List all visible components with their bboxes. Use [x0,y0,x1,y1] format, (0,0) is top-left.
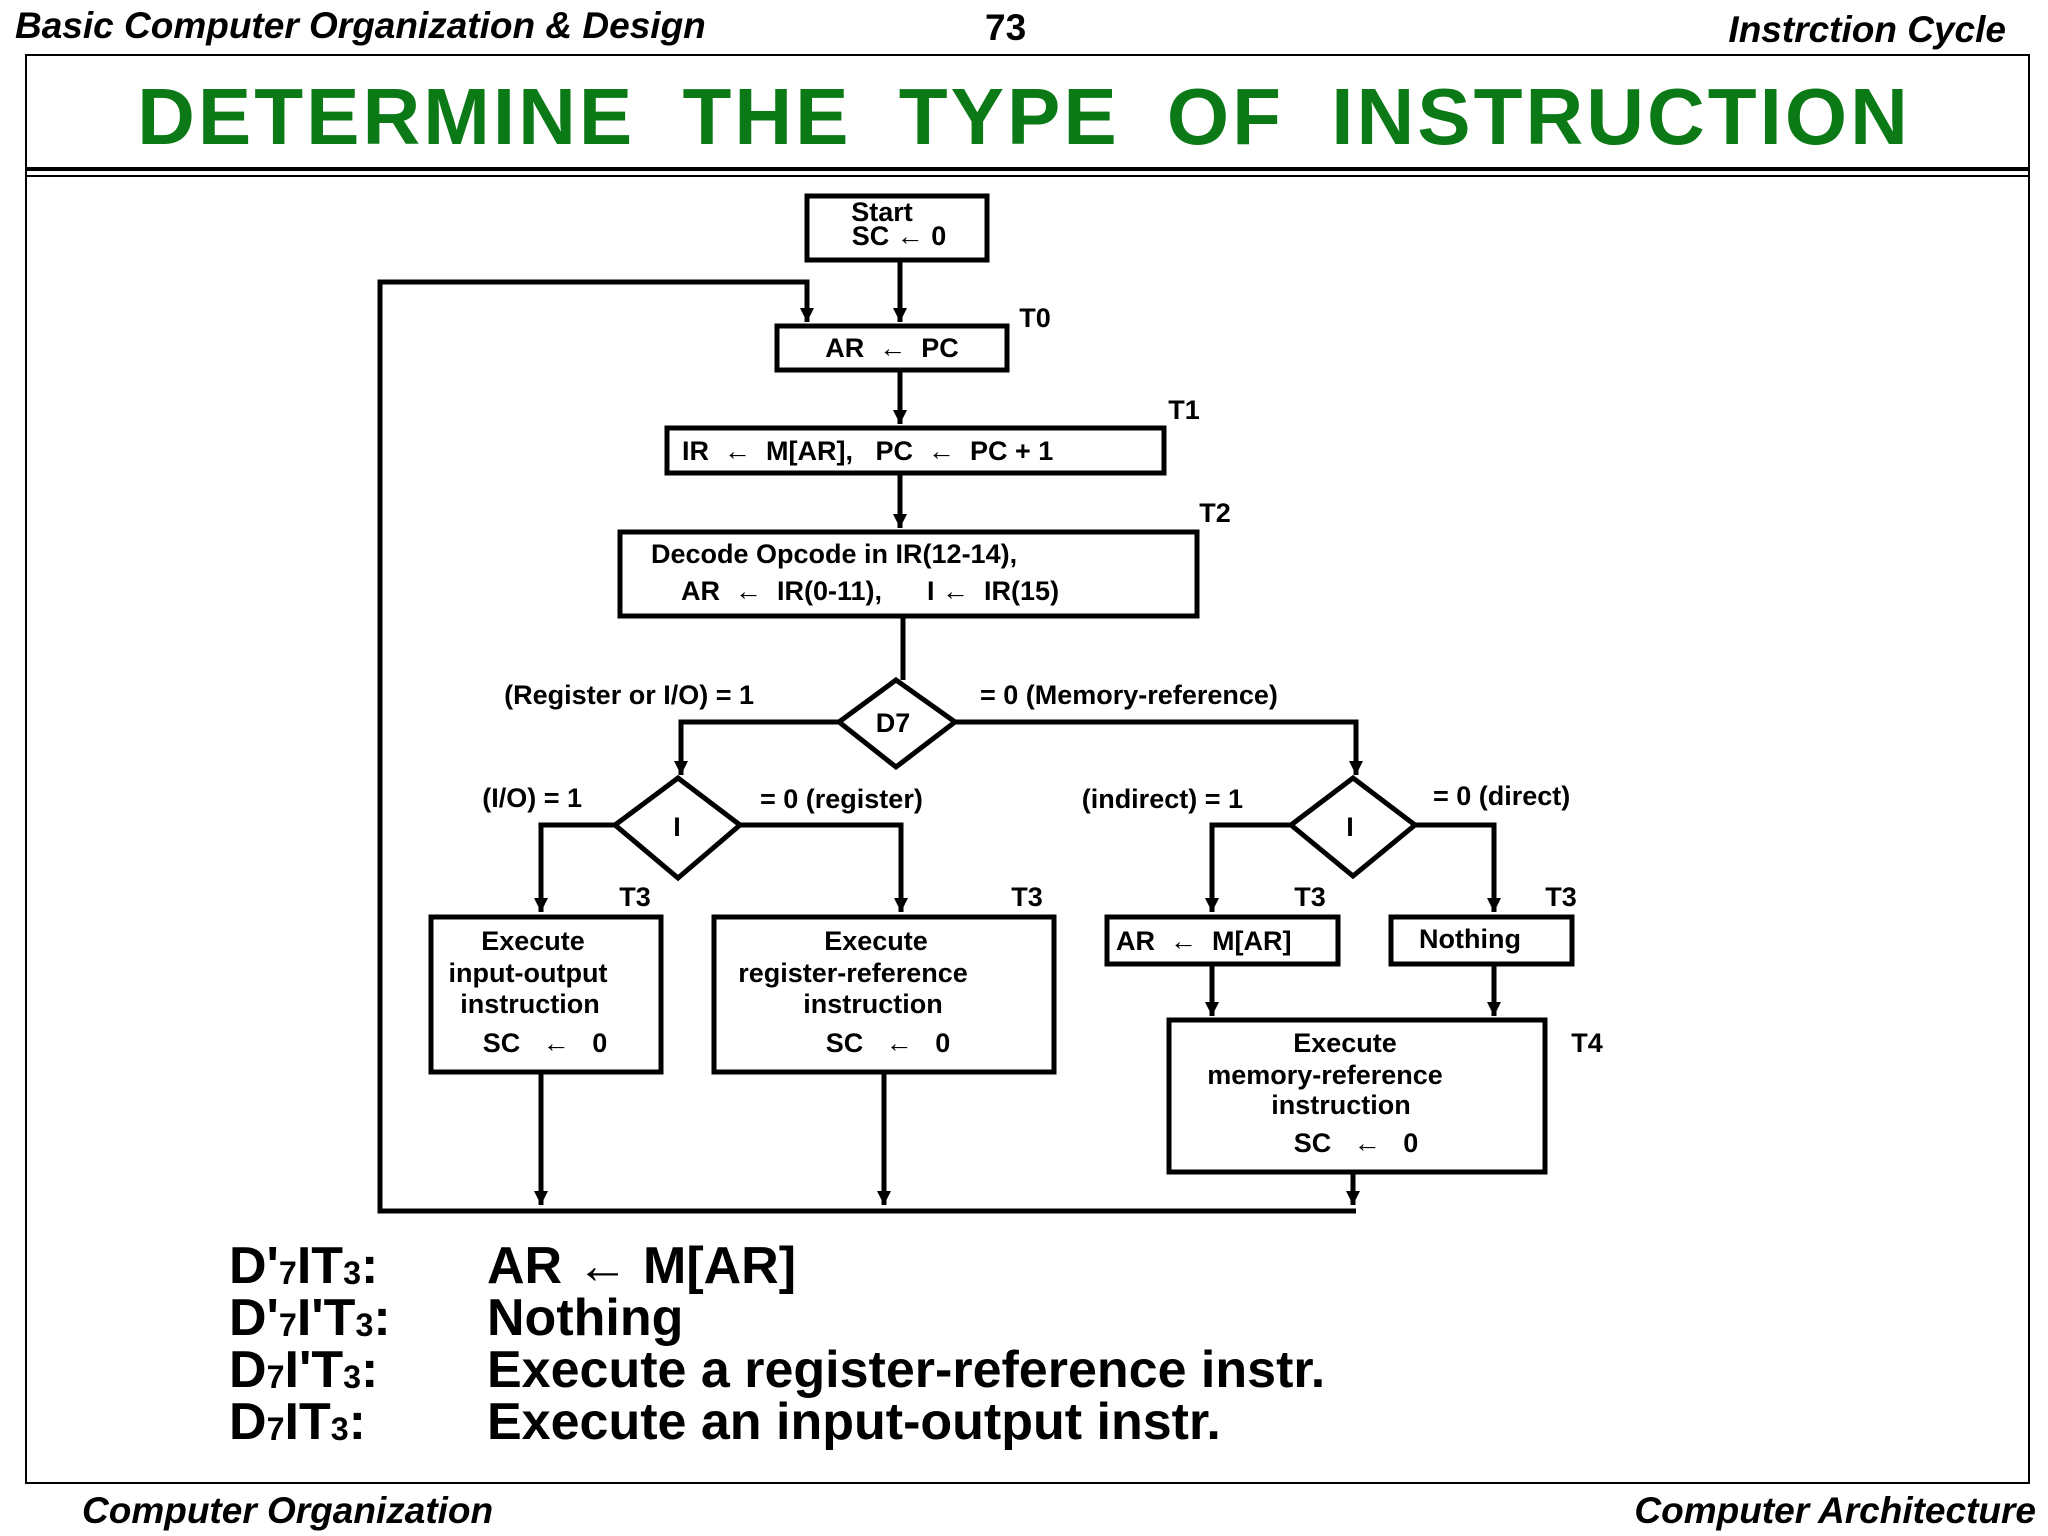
i-register-text: = 0 (register) [760,784,923,814]
arrow-io [534,822,615,912]
header-left: Basic Computer Organization & Design [15,5,706,46]
footer-left: Computer Organization [82,1490,494,1531]
eq-cond-1: D'7IT3: [229,1237,379,1295]
io-text-4: SC ← 0 [483,1028,608,1058]
title-rule-thin [25,175,2030,177]
eq-cond-2: D'7I'T3: [229,1289,391,1347]
t3-label-direct: T3 [1545,882,1577,912]
title-rule-thick [25,167,2030,171]
arrow-direct [1415,822,1501,912]
t4-label: T4 [1571,1028,1603,1058]
d7-text: D7 [876,708,911,738]
start-sc: SC ← 0 [852,221,947,251]
footer-right: Computer Architecture [1634,1490,2036,1531]
mr-text-4: SC ← 0 [1294,1128,1419,1158]
i-left-diamond [610,774,744,882]
start-box [804,193,990,263]
io-text-3: instruction [460,989,600,1019]
header-right: Instrction Cycle [1728,9,2006,50]
rr-text-4: SC ← 0 [826,1028,951,1058]
t1-box [664,425,1167,476]
mr-text-2: memory-reference [1207,1060,1443,1090]
slide-title: DETERMINE THE TYPE OF INSTRUCTION [137,72,1911,161]
i-direct-text: = 0 (direct) [1433,781,1570,811]
mr-text-3: instruction [1271,1090,1411,1120]
start-label: Start [851,197,913,227]
t2-box [617,529,1200,619]
loop-back-line [377,279,1356,1214]
t1-label: T1 [1168,395,1200,425]
arrow-d7-left [674,719,839,775]
io-text-1: Execute [481,926,585,956]
eq-action-1: AR ← M[AR] [487,1237,797,1295]
mr-box [1166,1017,1548,1175]
d7-left-text: (Register or I/O) = 1 [504,680,754,710]
t3-label-indirect: T3 [1294,882,1326,912]
rr-text-1: Execute [824,926,928,956]
t2-text-1: Decode Opcode in IR(12-14), [651,539,1017,569]
t0-box [774,323,1010,373]
i-indirect-text: (indirect) = 1 [1082,784,1243,814]
eq-cond-4: D7IT3: [229,1393,366,1451]
io-text-2: input-output [449,958,608,988]
eq-action-4: Execute an input-output instr. [487,1393,1221,1451]
indirect-box [1104,914,1341,967]
rr-text-2: register-reference [738,958,968,988]
d7-right-text: = 0 (Memory-reference) [980,680,1278,710]
arrow-indirect [1205,822,1291,912]
page-number: 73 [985,7,1027,48]
t0-text: AR ← PC [825,333,959,363]
io-box [428,914,664,1075]
mr-text-1: Execute [1293,1028,1397,1058]
eq-action-3: Execute a register-reference instr. [487,1341,1326,1399]
arrow-rr [740,822,908,912]
t3-label-rr: T3 [1011,882,1043,912]
eq-action-2: Nothing [487,1289,684,1347]
i-left-text: I [673,812,681,842]
direct-box [1388,914,1575,967]
i-right-text: I [1346,812,1354,842]
t2-label: T2 [1199,498,1231,528]
t1-text: IR ← M[AR], PC ← PC + 1 [682,436,1053,466]
d7-diamond [834,676,960,771]
slide-frame [25,54,2030,1484]
t2-text-2: AR ← IR(0-11), I ← IR(15) [681,576,1059,606]
t3-label-io: T3 [619,882,651,912]
i-right-diamond [1286,774,1420,880]
indirect-text: AR ← M[AR] [1116,926,1291,956]
eq-cond-3: D7I'T3: [229,1341,379,1399]
t0-label: T0 [1019,303,1051,333]
rr-text-3: instruction [803,989,943,1019]
i-io-text: (I/O) = 1 [482,783,582,813]
arrow-d7-right [955,719,1363,775]
direct-text: Nothing [1419,924,1521,954]
